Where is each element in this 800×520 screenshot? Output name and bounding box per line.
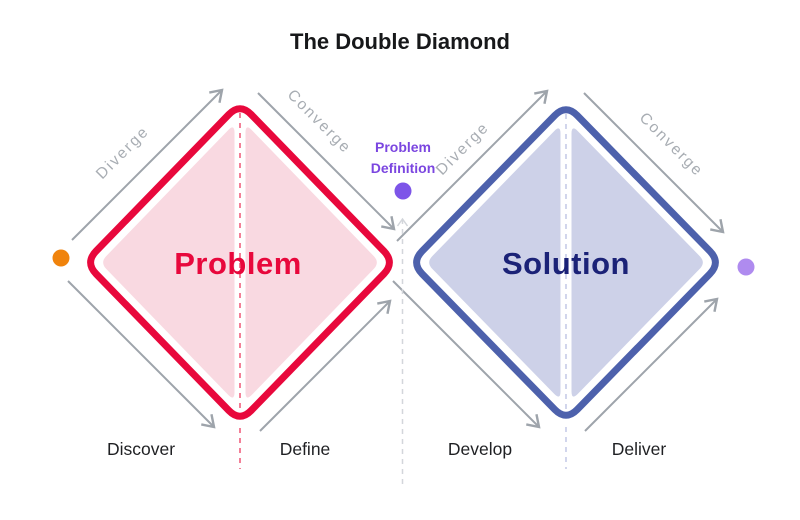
- diamonds-layer: [87, 105, 719, 469]
- problem-definition-dot: [394, 182, 412, 200]
- flow-arrow: [67, 280, 216, 429]
- flow-arrow: [257, 92, 396, 231]
- solution-fill-right-half: [571, 128, 703, 397]
- flow-arrow: [259, 299, 392, 432]
- phase-label-define: Define: [280, 439, 331, 459]
- problem-diamond: [87, 105, 393, 469]
- problem-definition-label-line2: Definition: [371, 160, 436, 176]
- solution-converge-label: Converge: [636, 109, 707, 180]
- middle-dashed-layer: [396, 217, 409, 488]
- solution-fill-left-half: [429, 128, 561, 397]
- flow-arrow: [396, 89, 549, 242]
- page-title: The Double Diamond: [290, 29, 510, 54]
- start-dot: [52, 249, 70, 267]
- problem-diverge-label: Diverge: [93, 123, 153, 183]
- phase-label-discover: Discover: [107, 439, 175, 459]
- solution-diamond: [413, 106, 719, 469]
- flow-arrow: [392, 280, 541, 429]
- middle-dashed-up-arrow-icon: [396, 217, 409, 227]
- problem-label: Problem: [174, 246, 302, 281]
- problem-fill-left-half: [103, 127, 235, 398]
- end-dot: [737, 258, 755, 276]
- phase-label-deliver: Deliver: [612, 439, 667, 459]
- flow-arrow: [584, 297, 719, 432]
- solution-outline: [413, 106, 719, 419]
- solution-diverge-label: Diverge: [433, 119, 493, 179]
- problem-converge-label: Converge: [284, 86, 355, 157]
- solution-label: Solution: [502, 246, 630, 281]
- phase-label-develop: Develop: [448, 439, 512, 459]
- flow-arrow: [71, 88, 224, 241]
- flow-arrow: [583, 92, 725, 234]
- problem-fill-right-half: [245, 127, 377, 398]
- dots-layer: [52, 182, 755, 276]
- flow-arrows-layer: [67, 88, 725, 432]
- problem-outline: [87, 105, 393, 420]
- problem-definition-label-line1: Problem: [375, 139, 431, 155]
